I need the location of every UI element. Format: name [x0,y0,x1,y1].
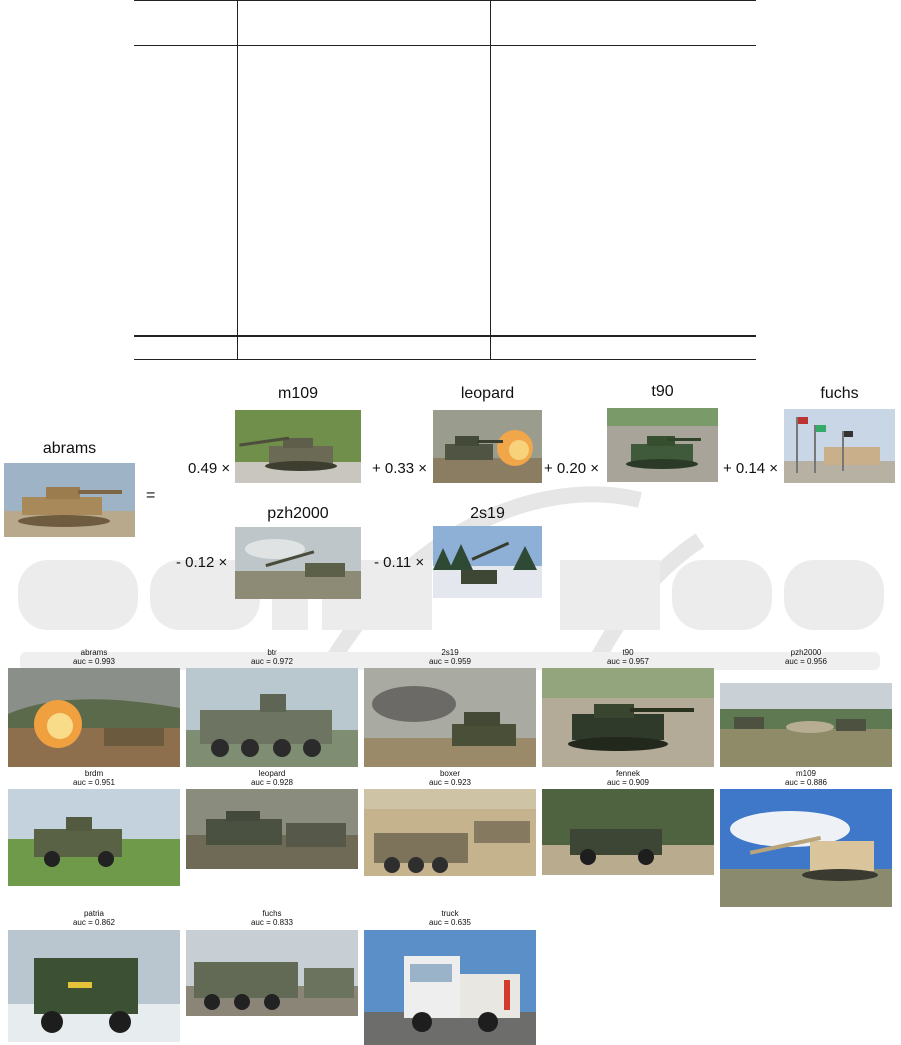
term-image-pzh2000 [235,527,361,599]
grid-title: fuchs [262,909,282,918]
coef-leopard: + 0.33 × [372,460,428,477]
table-col-divider-1 [237,0,238,360]
grid-title: boxer [439,769,460,778]
table-header-rule [134,45,756,46]
grid-cell-leopard: leopard auc = 0.928 [186,769,358,787]
equals-sign: = [146,487,156,504]
grid-title: brdm [84,769,104,778]
grid-cell-fuchs: fuchs auc = 0.833 [186,909,358,927]
grid-auc: auc = 0.993 [72,657,116,666]
grid-auc: auc = 0.957 [606,657,650,666]
grid-cell-boxer: boxer auc = 0.923 [364,769,536,787]
grid-auc: auc = 0.862 [72,918,116,927]
grid-cell-brdm: brdm auc = 0.951 [8,769,180,787]
term-label-t90: t90 [651,383,674,400]
term-label-pzh2000: pzh2000 [267,505,329,522]
grid-title: 2s19 [441,648,459,657]
query-label: abrams [42,440,97,457]
grid-title: t90 [622,648,634,657]
grid-cell-pzh2000: pzh2000 auc = 0.956 [720,648,892,666]
grid-title: pzh2000 [790,648,822,657]
grid-image-fennek [542,789,714,875]
grid-cell-fennek: fennek auc = 0.909 [542,769,714,787]
grid-title: btr [267,648,277,657]
grid-image-patria [8,930,180,1042]
grid-auc: auc = 0.951 [72,778,116,787]
coef-fuchs: + 0.14 × [723,460,779,477]
grid-title: fennek [615,769,641,778]
grid-image-boxer [364,789,536,876]
grid-auc: auc = 0.928 [250,778,294,787]
term-label-m109: m109 [277,385,319,402]
grid-cell-m109: m109 auc = 0.886 [720,769,892,787]
grid-title: m109 [795,769,816,778]
grid-auc: auc = 0.959 [428,657,472,666]
grid-title: patria [83,909,104,918]
grid-auc: auc = 0.886 [784,778,828,787]
table-bottom-rule [134,359,756,360]
coef-2s19: - 0.11 × [374,554,425,571]
term-label-fuchs: fuchs [820,385,859,402]
grid-cell-patria: patria auc = 0.862 [8,909,180,927]
coef-m109: 0.49 × [188,460,231,477]
coef-pzh2000: - 0.12 × [176,554,228,571]
grid-image-2s19 [364,668,536,767]
grid-title: abrams [80,648,108,657]
coef-t90: + 0.20 × [544,460,600,477]
grid-auc: auc = 0.923 [428,778,472,787]
term-label-2s19: 2s19 [470,505,505,522]
term-image-leopard [433,410,542,483]
term-image-m109 [235,410,361,483]
grid-auc: auc = 0.635 [428,918,472,927]
grid-image-pzh2000 [720,683,892,767]
grid-image-t90 [542,668,714,767]
grid-title: leopard [258,769,286,778]
grid-title: truck [441,909,459,918]
grid-cell-btr: btr auc = 0.972 [186,648,358,666]
grid-image-btr [186,668,358,767]
empty-table [134,0,756,360]
grid-auc: auc = 0.833 [250,918,294,927]
grid-image-m109 [720,789,892,907]
grid-image-leopard [186,789,358,869]
grid-auc: auc = 0.909 [606,778,650,787]
grid-cell-abrams: abrams auc = 0.993 [8,648,180,666]
grid-auc: auc = 0.972 [250,657,294,666]
grid-image-brdm [8,789,180,886]
grid-image-fuchs [186,930,358,1016]
table-top-rule [134,0,756,1]
query-image-abrams [4,463,135,537]
table-body-rule [134,335,756,337]
grid-cell-t90: t90 auc = 0.957 [542,648,714,666]
grid-image-abrams [8,668,180,767]
grid-cell-2s19: 2s19 auc = 0.959 [364,648,536,666]
term-label-leopard: leopard [460,385,515,402]
grid-cell-truck: truck auc = 0.635 [364,909,536,927]
grid-image-truck [364,930,536,1045]
term-image-fuchs [784,409,895,483]
term-image-2s19 [433,526,542,598]
table-col-divider-2 [490,0,491,360]
term-image-t90 [607,408,718,482]
grid-auc: auc = 0.956 [784,657,828,666]
